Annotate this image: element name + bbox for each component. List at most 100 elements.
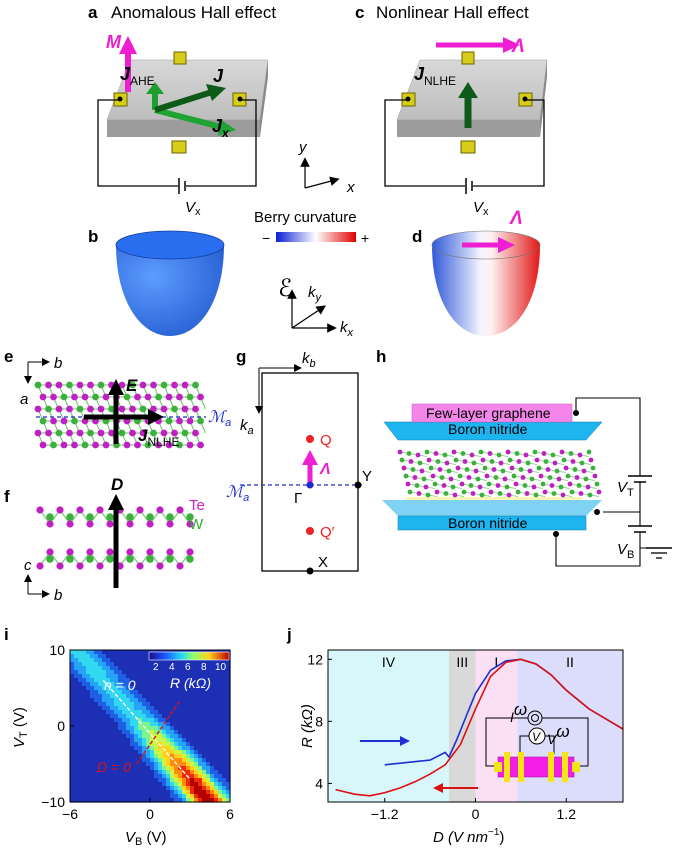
heatmap-cell bbox=[150, 710, 155, 715]
atom bbox=[551, 491, 557, 496]
heatmap-cell bbox=[222, 694, 227, 699]
heatmap-cell bbox=[70, 758, 75, 763]
heatmap-cell bbox=[94, 678, 99, 683]
heatmap-cell bbox=[194, 698, 199, 703]
heatmap-cell bbox=[222, 738, 227, 743]
heatmap-cell bbox=[198, 798, 203, 803]
heatmap-cell bbox=[162, 666, 167, 671]
heatmap-cell bbox=[166, 786, 171, 791]
heatmap-cell bbox=[74, 742, 79, 747]
heatmap-cell bbox=[118, 770, 123, 775]
heatmap-cell bbox=[174, 726, 179, 731]
heatmap-cell bbox=[182, 718, 187, 723]
heatmap-cell bbox=[214, 706, 219, 711]
atom bbox=[489, 459, 495, 464]
heatmap-cell bbox=[206, 790, 211, 795]
heatmap-cell bbox=[218, 714, 223, 719]
heatmap-cell bbox=[162, 750, 167, 755]
heatmap-cell bbox=[138, 790, 143, 795]
heatmap-cell bbox=[190, 770, 195, 775]
heatmap-cell bbox=[134, 758, 139, 763]
atom bbox=[39, 441, 47, 449]
heatmap-cell bbox=[162, 726, 167, 731]
atom bbox=[491, 467, 497, 472]
atom bbox=[171, 381, 178, 389]
legend-te: Te bbox=[189, 497, 205, 514]
cbar-tick: 4 bbox=[169, 662, 175, 673]
heatmap-cell bbox=[210, 770, 215, 775]
heatmap-cell bbox=[90, 674, 95, 679]
j-arrow bbox=[154, 89, 213, 113]
heatmap-cell bbox=[134, 658, 139, 663]
heatmap-cell bbox=[82, 786, 87, 791]
heatmap-cell bbox=[130, 674, 135, 679]
heatmap-cell bbox=[194, 666, 199, 671]
jahe-label: JAHE bbox=[120, 64, 155, 88]
heatmap-cell bbox=[106, 662, 111, 667]
atom bbox=[424, 449, 430, 455]
heatmap-cell bbox=[130, 786, 135, 791]
heatmap-cell bbox=[186, 770, 191, 775]
atom bbox=[102, 441, 110, 449]
atom bbox=[192, 405, 199, 413]
atom bbox=[45, 429, 52, 437]
heatmap-cell bbox=[90, 722, 95, 727]
heatmap-cell bbox=[210, 738, 215, 743]
heatmap-cell bbox=[114, 682, 119, 687]
m-label: M bbox=[106, 32, 122, 52]
heatmap-cell bbox=[198, 686, 203, 691]
atom bbox=[441, 483, 447, 488]
heatmap-cell bbox=[218, 774, 223, 779]
heatmap-cell bbox=[186, 670, 191, 675]
heatmap-cell bbox=[118, 694, 123, 699]
heatmap-cell bbox=[150, 730, 155, 735]
heatmap-cell bbox=[170, 762, 175, 767]
heatmap-cell bbox=[218, 762, 223, 767]
heatmap-cell bbox=[186, 786, 191, 791]
heatmap-cell bbox=[162, 694, 167, 699]
atom bbox=[534, 457, 540, 463]
heatmap-cell bbox=[134, 734, 139, 739]
heatmap-cell bbox=[138, 686, 143, 691]
heatmap-cell bbox=[182, 690, 187, 695]
atom bbox=[186, 393, 194, 401]
heatmap-cell bbox=[118, 678, 123, 683]
atom bbox=[166, 548, 174, 556]
heatmap-cell bbox=[70, 666, 75, 671]
cbar-label: R (kΩ) bbox=[170, 675, 211, 691]
heatmap-cell bbox=[110, 742, 115, 747]
heatmap-cell bbox=[226, 666, 231, 671]
heatmap-cell bbox=[118, 666, 123, 671]
heatmap-cell bbox=[138, 734, 143, 739]
heatmap-cell bbox=[106, 694, 111, 699]
heatmap-cell bbox=[206, 718, 211, 723]
heatmap-cell bbox=[82, 666, 87, 671]
heatmap-cell bbox=[198, 766, 203, 771]
atom bbox=[403, 473, 409, 479]
heatmap-cell bbox=[82, 714, 87, 719]
heatmap-cell bbox=[210, 674, 215, 679]
q-point bbox=[306, 435, 314, 443]
heatmap-cell bbox=[114, 794, 119, 799]
heatmap-cell bbox=[122, 794, 127, 799]
heatmap-cell bbox=[82, 794, 87, 799]
heatmap-cell bbox=[166, 698, 171, 703]
heatmap-cell bbox=[106, 666, 111, 671]
heatmap-cell bbox=[118, 782, 123, 787]
heatmap-cell bbox=[226, 662, 231, 667]
heatmap-cell bbox=[150, 762, 155, 767]
heatmap-cell bbox=[154, 786, 159, 791]
heatmap-cell bbox=[138, 654, 143, 659]
heatmap-cell bbox=[114, 658, 119, 663]
heatmap-cell bbox=[166, 714, 171, 719]
atom bbox=[488, 489, 494, 495]
heatmap-cell bbox=[82, 662, 87, 667]
heatmap-cell bbox=[222, 710, 227, 715]
heatmap-cell bbox=[126, 798, 131, 803]
heatmap-cell bbox=[170, 714, 175, 719]
panel-c: c Nonlinear Hall effect Vx Λ JNLHE bbox=[355, 3, 548, 218]
heatmap-cell bbox=[126, 782, 131, 787]
panel-f: f D Te W c b bbox=[4, 475, 205, 604]
